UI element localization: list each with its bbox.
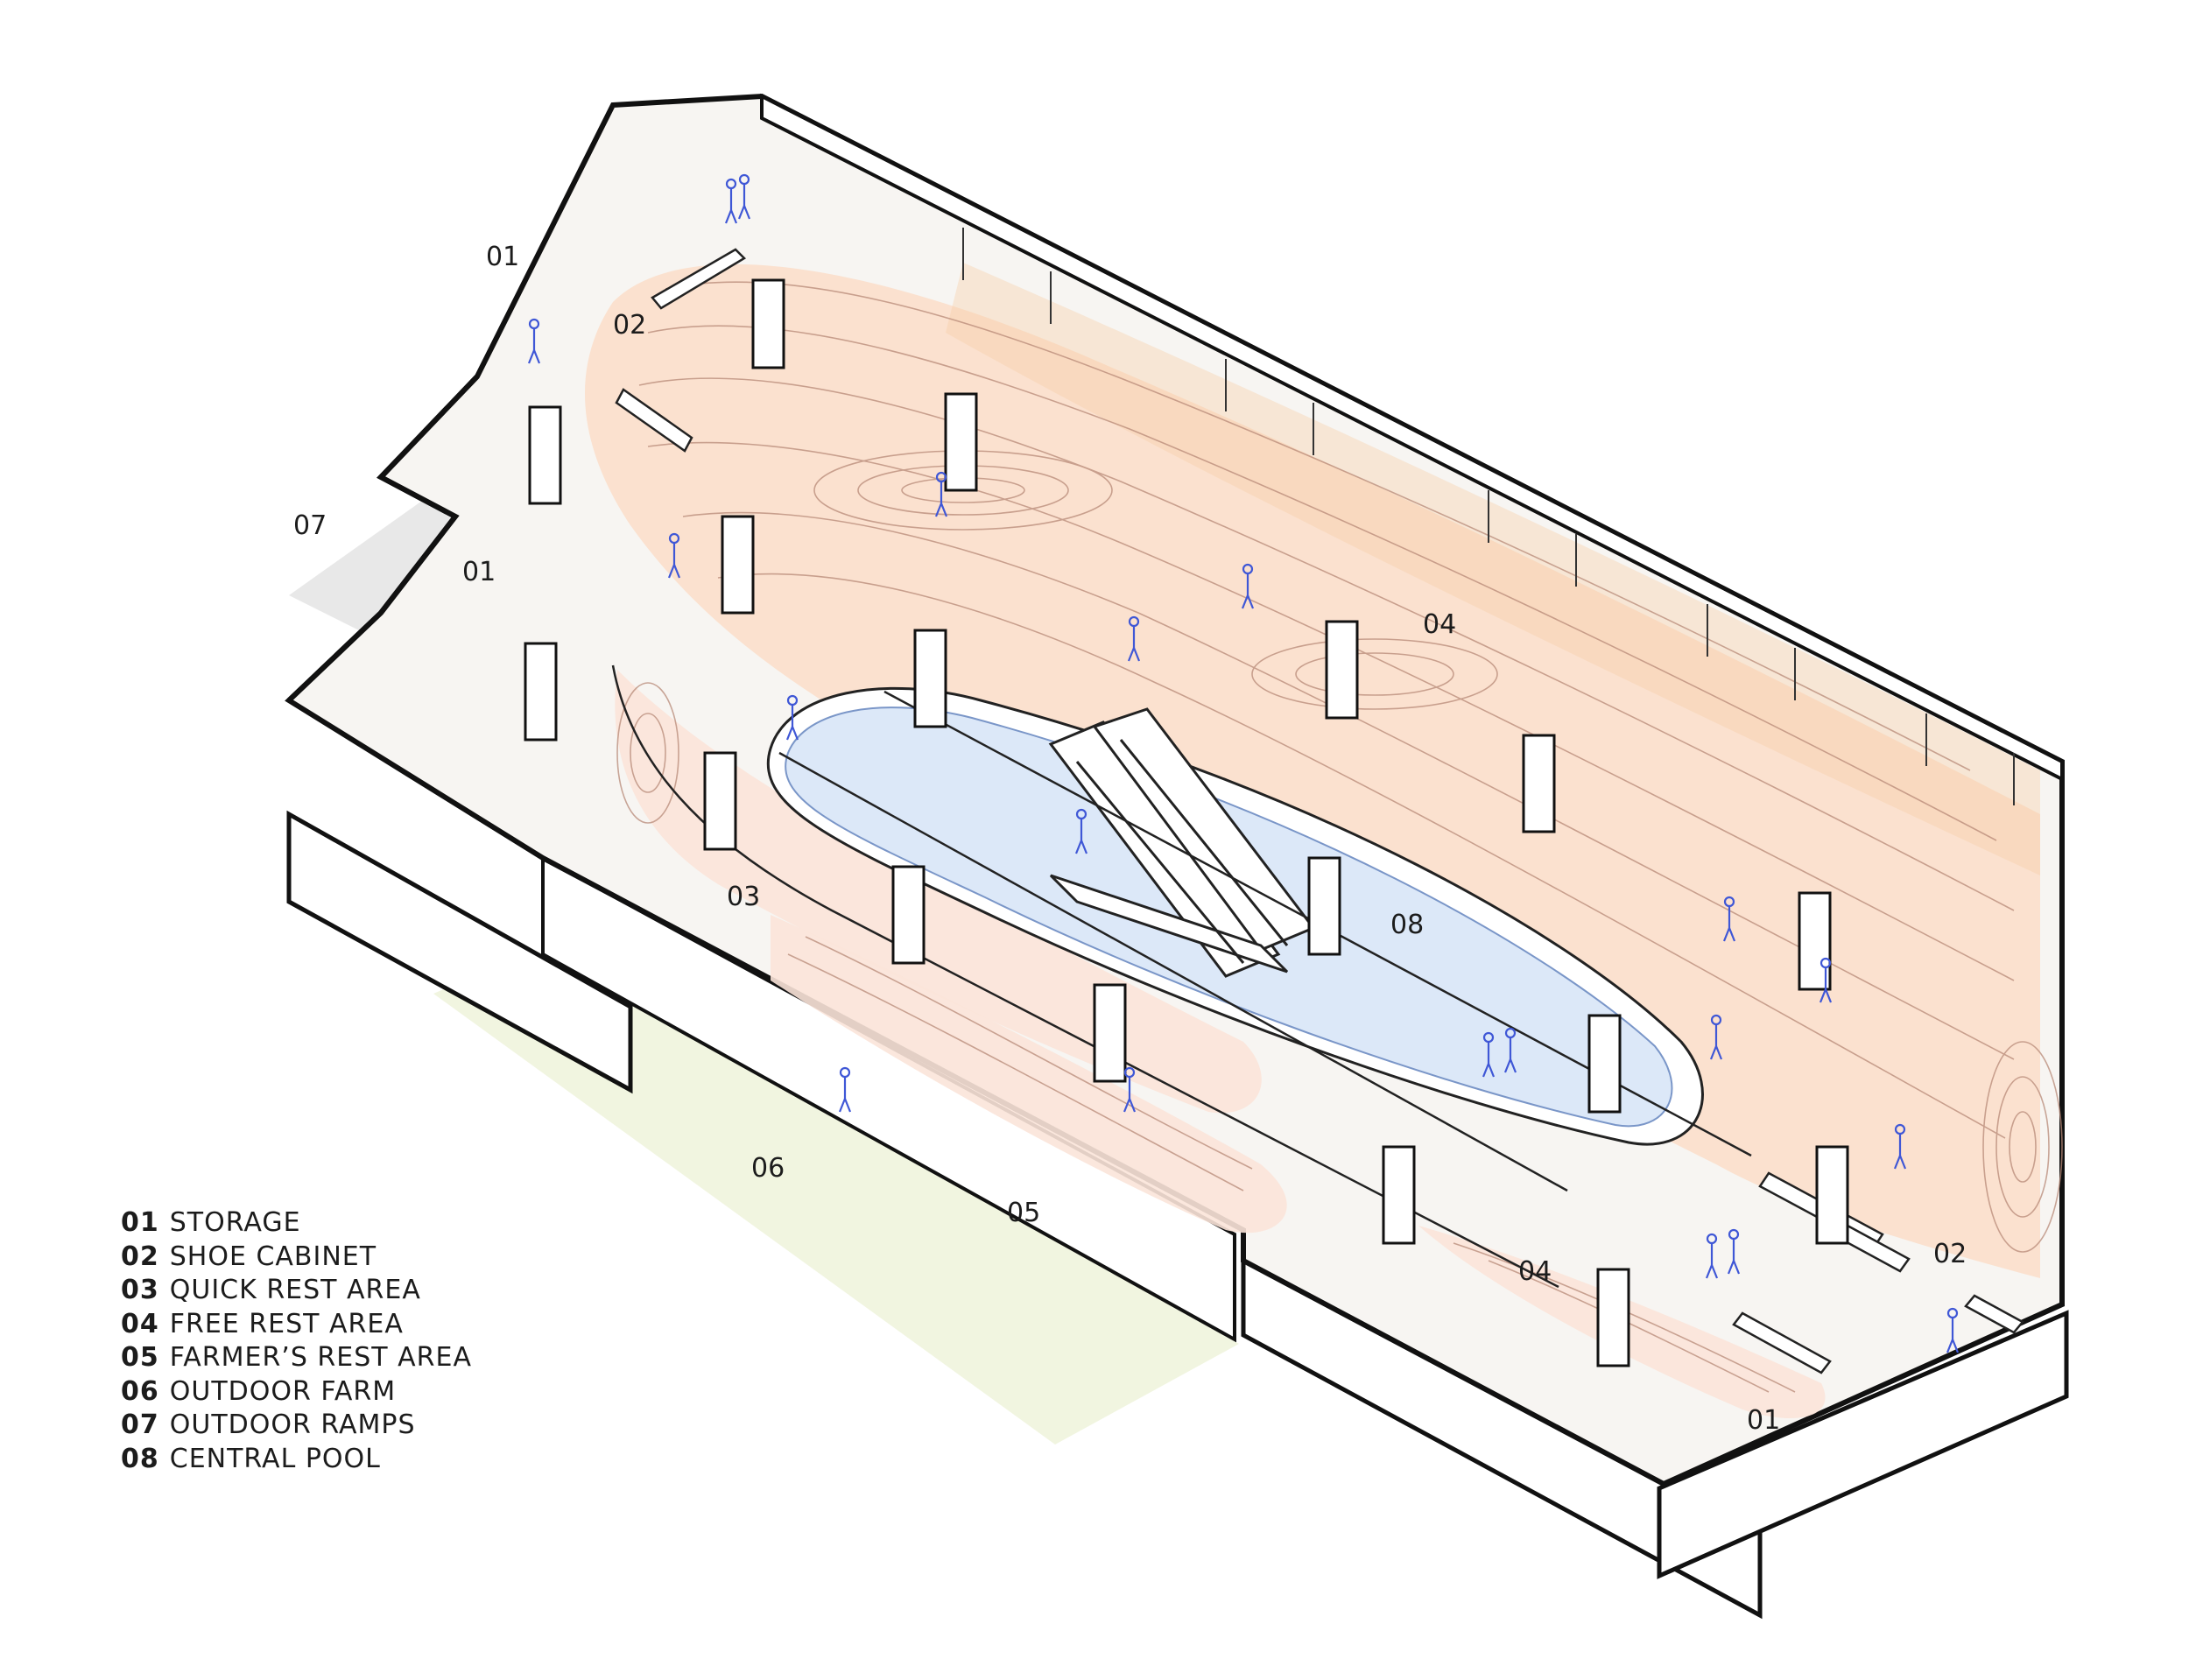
legend-label: OUTDOOR FARM	[169, 1375, 397, 1407]
zone-label-04-south: 04	[1518, 1256, 1552, 1287]
legend-item: 03 QUICK REST AREA	[121, 1274, 472, 1308]
northeast-wall	[760, 93, 2064, 783]
exterior-wall-east-front	[1657, 1310, 2069, 1579]
legend-label: CENTRAL POOL	[169, 1443, 381, 1474]
free-rest-area	[584, 264, 2040, 1278]
legend-item: 04 FREE REST AREA	[121, 1308, 472, 1342]
zone-label-02-north: 02	[613, 310, 646, 341]
farmer-rest-area	[771, 915, 1287, 1234]
legend-item: 02 SHOE CABINET	[121, 1241, 472, 1275]
legend-label: SHOE CABINET	[169, 1241, 377, 1272]
legend-code: 05	[121, 1342, 159, 1373]
zone-label-02-east: 02	[1933, 1239, 1967, 1269]
zone-label-01-west: 01	[462, 557, 496, 587]
legend-code: 03	[121, 1275, 159, 1305]
exterior-wall-southwest	[286, 810, 633, 1094]
legend-label: FARMER’S REST AREA	[169, 1342, 472, 1373]
legend-item: 05 FARMER’S REST AREA	[121, 1341, 472, 1375]
legend-code: 02	[121, 1241, 159, 1272]
zone-label-03: 03	[727, 882, 760, 912]
legend-item: 07 OUTDOOR RAMPS	[121, 1409, 472, 1443]
topographic-contours	[616, 281, 2063, 1393]
legend-code: 06	[121, 1375, 159, 1407]
legend-item: 06 OUTDOOR FARM	[121, 1375, 472, 1409]
west-wall	[286, 374, 480, 703]
legend-label: FREE REST AREA	[169, 1308, 404, 1339]
legend-item: 01 STORAGE	[121, 1206, 472, 1241]
legend-label: OUTDOOR RAMPS	[169, 1409, 416, 1440]
legend-item: 08 CENTRAL POOL	[121, 1443, 472, 1477]
zone-label-04-main: 04	[1423, 609, 1456, 640]
zone-label-07: 07	[293, 510, 327, 541]
legend-code: 04	[121, 1308, 159, 1339]
legend-code: 08	[121, 1443, 159, 1474]
outdoor-farm-ground	[433, 950, 1239, 1445]
legend-label: QUICK REST AREA	[169, 1275, 421, 1305]
legend-label: STORAGE	[169, 1207, 301, 1238]
legend: 01 STORAGE 02 SHOE CABINET 03 QUICK REST AR…	[121, 1206, 472, 1476]
legend-code: 01	[121, 1207, 159, 1238]
legend-code: 07	[121, 1409, 159, 1440]
zone-label-01-north: 01	[486, 242, 519, 272]
northeast-window-mullions	[962, 228, 2015, 805]
zone-label-06: 06	[751, 1153, 785, 1184]
zone-label-05: 05	[1007, 1198, 1040, 1228]
zone-label-08: 08	[1390, 910, 1424, 940]
columns	[524, 278, 1849, 1367]
central-bridge	[1048, 707, 1316, 978]
zone-label-01-south: 01	[1747, 1405, 1780, 1436]
people	[527, 173, 1960, 1353]
